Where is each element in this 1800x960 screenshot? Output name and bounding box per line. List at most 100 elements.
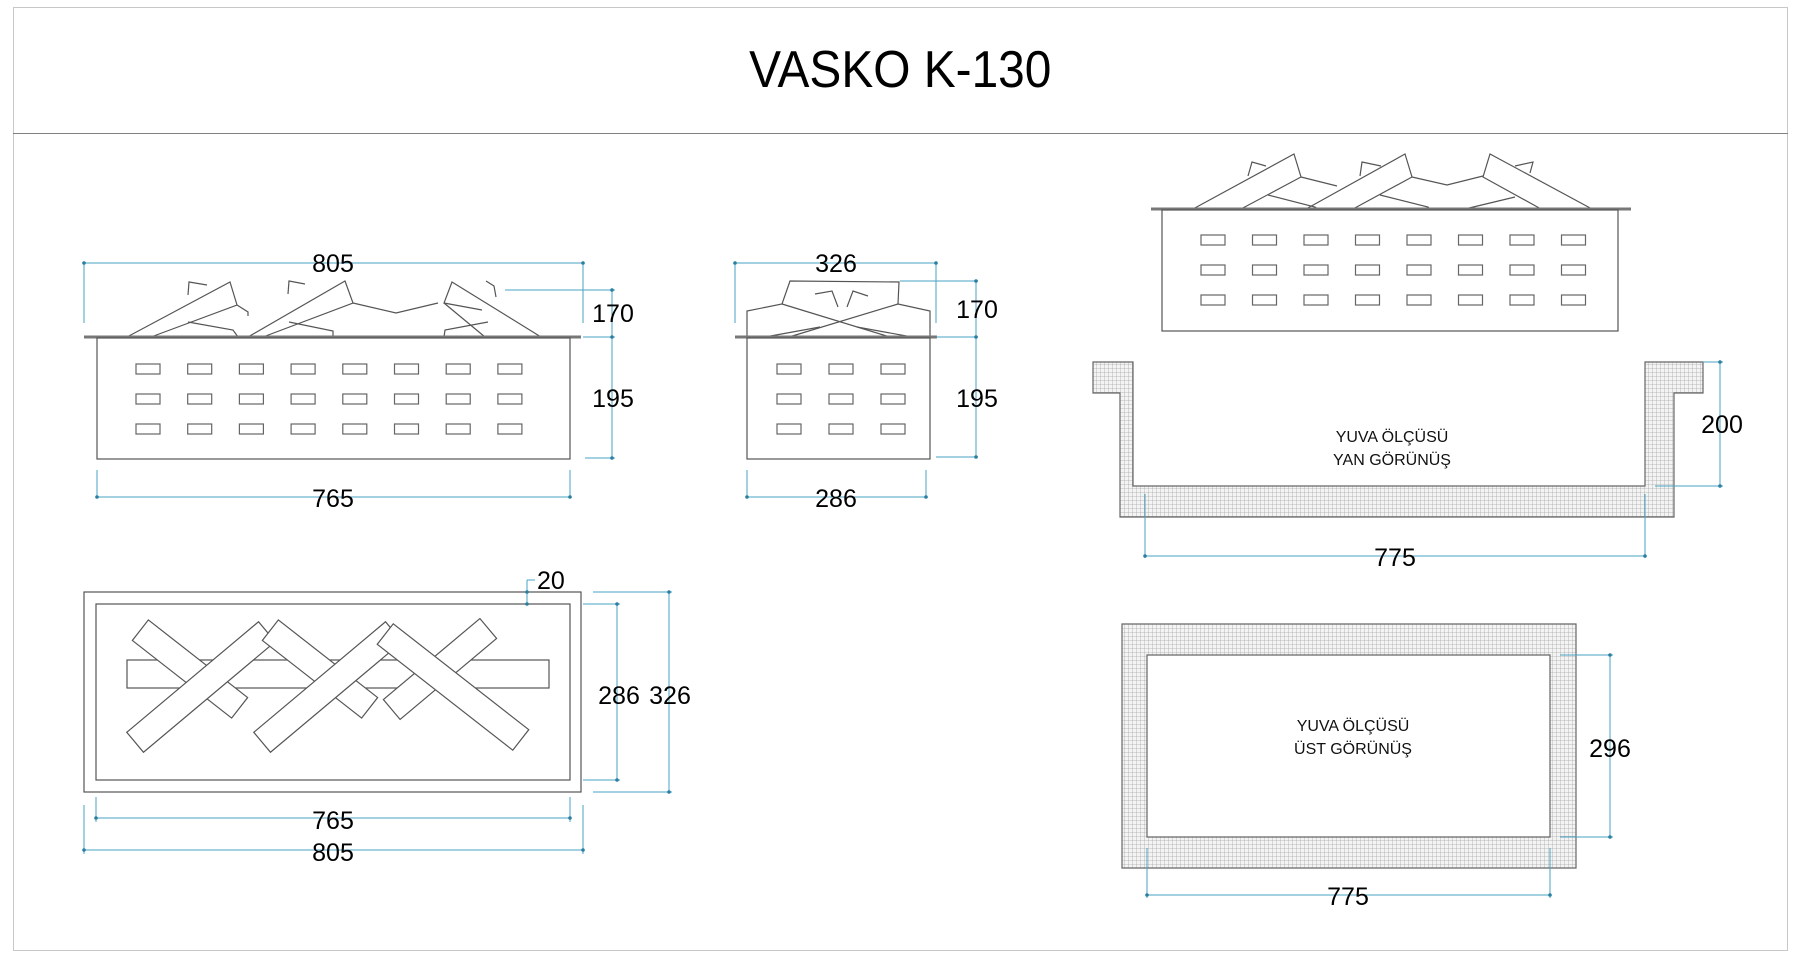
drawing-title: VASKO K-130 (749, 41, 1052, 99)
vent-slot (135, 423, 161, 435)
vent-slot (1406, 294, 1432, 306)
title-block: VASKO K-130 (13, 7, 1788, 134)
side-body (746, 337, 931, 460)
vent-slot (1457, 264, 1484, 276)
vent-slot (238, 363, 264, 375)
vent-slot (1354, 294, 1381, 306)
front-top-width-label: 805 (312, 250, 354, 278)
front-body (96, 337, 571, 460)
vent-slot (342, 423, 368, 435)
side-log-height-label: 170 (956, 296, 998, 324)
niche-top-width-label: 775 (1327, 883, 1369, 911)
vent-slot (497, 363, 523, 375)
vent-slot (393, 393, 420, 405)
top-inner-depth-label: 286 (598, 682, 640, 710)
niche-side-dimensions: 200 775 (1143, 360, 1743, 572)
niche-side-label-2: YAN GÖRÜNÜŞ (1333, 451, 1451, 469)
vent-slot (187, 393, 213, 405)
niche-top-depth-label: 296 (1589, 735, 1631, 763)
front-dimensions: 805 170 195 765 (82, 250, 634, 513)
niche-top-label-2: ÜST GÖRÜNÜŞ (1294, 740, 1412, 758)
vent-slot (238, 393, 264, 405)
vent-slot (1354, 264, 1381, 276)
vent-slot (238, 423, 264, 435)
vent-slot (290, 423, 316, 435)
vent-slot (393, 363, 420, 375)
niche-side-label-1: YUVA ÖLÇÜSÜ (1336, 428, 1449, 446)
vent-slot (1509, 294, 1535, 306)
side-logs (746, 280, 931, 338)
side-dimensions: 326 170 195 286 (733, 250, 998, 513)
front-view: 805 170 195 765 (82, 250, 634, 513)
top-outer-width-label: 805 (312, 839, 354, 867)
front-logs (126, 280, 542, 338)
drawing-sheet (13, 7, 1788, 951)
side-body-width-label: 286 (815, 485, 857, 513)
front-vent-slots (135, 363, 523, 435)
vent-slot (1200, 294, 1226, 306)
vent-slot (880, 363, 906, 375)
niche-top-label-1: YUVA ÖLÇÜSÜ (1297, 717, 1410, 735)
detail-vent-slots (1200, 234, 1587, 306)
vent-slot (497, 393, 523, 405)
vent-slot (135, 363, 161, 375)
vent-slot (1560, 294, 1587, 306)
vent-slot (290, 393, 316, 405)
front-log-height-label: 170 (592, 300, 634, 328)
vent-slot (776, 423, 802, 435)
vent-slot (1200, 264, 1226, 276)
vent-slot (187, 423, 213, 435)
front-body-height-label: 195 (592, 385, 634, 413)
vent-slot (445, 423, 471, 435)
vent-slot (1457, 294, 1484, 306)
side-body-height-label: 195 (956, 385, 998, 413)
niche-top-wall (1121, 623, 1577, 869)
vent-slot (1303, 294, 1329, 306)
niche-side-height-label: 200 (1701, 411, 1743, 439)
vent-slot (187, 363, 213, 375)
vent-slot (1560, 234, 1587, 246)
vent-slot (290, 363, 316, 375)
top-outer-depth-label: 326 (649, 682, 691, 710)
vent-slot (445, 393, 471, 405)
vent-slot (776, 363, 802, 375)
top-logs (125, 617, 550, 754)
side-vent-slots (776, 363, 906, 435)
vent-slot (1251, 234, 1278, 246)
vent-slot (1200, 234, 1226, 246)
vent-slot (497, 423, 523, 435)
top-rim-label: 20 (537, 567, 565, 595)
vent-slot (1406, 234, 1432, 246)
vent-slot (135, 393, 161, 405)
vent-slot (1560, 264, 1587, 276)
vent-slot (776, 393, 802, 405)
vent-slot (393, 423, 420, 435)
niche-top-dimensions: 296 775 (1145, 653, 1631, 911)
top-view: 20 286 326 765 805 (82, 567, 691, 867)
vent-slot (1303, 264, 1329, 276)
vent-slot (1509, 234, 1535, 246)
niche-side-wall (1092, 361, 1704, 518)
top-inner-width-label: 765 (312, 807, 354, 835)
top-outer-frame (83, 591, 582, 793)
detail-body (1161, 209, 1619, 332)
niche-side-width-label: 775 (1374, 544, 1416, 572)
side-view: 326 170 195 286 (733, 250, 998, 513)
vent-slot (828, 363, 854, 375)
top-dimensions: 20 286 326 765 805 (82, 567, 691, 867)
vent-slot (1457, 234, 1484, 246)
vent-slot (342, 363, 368, 375)
vent-slot (880, 423, 906, 435)
vent-slot (1251, 294, 1278, 306)
vent-slot (1509, 264, 1535, 276)
vent-slot (445, 363, 471, 375)
vent-slot (342, 393, 368, 405)
niche-top-view: YUVA ÖLÇÜSÜ ÜST GÖRÜNÜŞ 296 775 (1121, 623, 1631, 911)
front-body-width-label: 765 (312, 485, 354, 513)
vent-slot (828, 423, 854, 435)
side-top-width-label: 326 (815, 250, 857, 278)
vent-slot (1406, 264, 1432, 276)
vent-slot (1354, 234, 1381, 246)
vent-slot (1303, 234, 1329, 246)
